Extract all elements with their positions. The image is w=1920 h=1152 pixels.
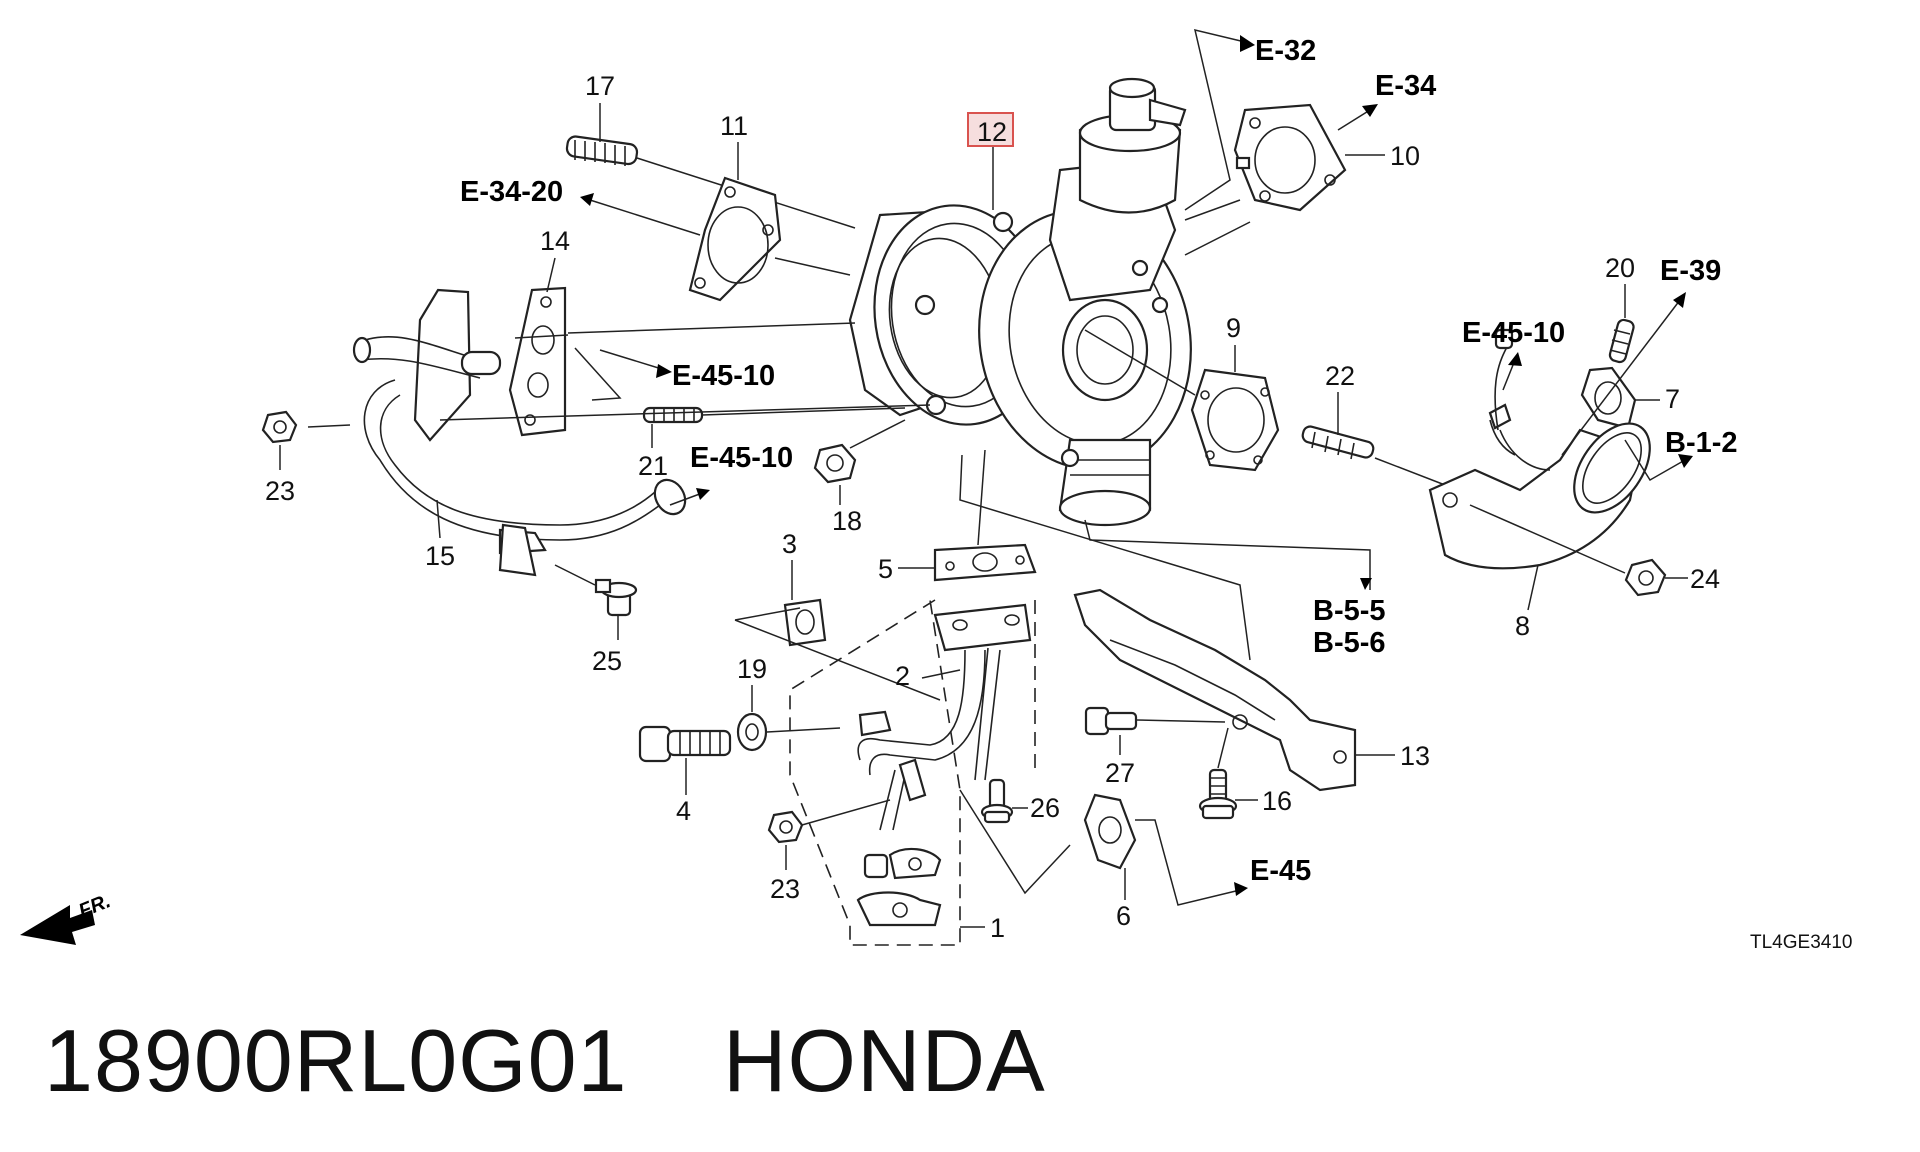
stud-21-drawing[interactable] [642, 406, 704, 424]
front-marker-label: FR. [76, 890, 114, 922]
bolt-4-drawing[interactable] [638, 725, 732, 763]
ref-e32[interactable]: E-32 [1255, 35, 1316, 67]
callout-19[interactable]: 19 [737, 654, 767, 684]
stud-17-drawing[interactable] [565, 135, 639, 166]
gasket-11-drawing[interactable] [688, 176, 782, 302]
callout-26[interactable]: 26 [1030, 793, 1060, 823]
callout-16[interactable]: 16 [1262, 786, 1292, 816]
ref-e45-10-left[interactable]: E-45-10 [672, 360, 775, 392]
heat-shield-13-drawing[interactable] [1073, 588, 1357, 792]
callout-21[interactable]: 21 [638, 451, 668, 481]
callout-5[interactable]: 5 [878, 554, 893, 584]
bolt-26-drawing[interactable] [980, 778, 1014, 824]
callout-27[interactable]: 27 [1105, 758, 1135, 788]
bolt-25-drawing[interactable] [594, 578, 638, 617]
callout-18[interactable]: 18 [832, 506, 862, 536]
callout-23-left[interactable]: 23 [265, 476, 295, 506]
brand-name: HONDA [722, 1011, 1046, 1110]
callout-12-highlight [967, 112, 1014, 147]
gasket-9-drawing[interactable] [1190, 368, 1280, 472]
washer-18-drawing[interactable] [813, 443, 857, 484]
ref-e45[interactable]: E-45 [1250, 855, 1311, 887]
nut-24-drawing[interactable] [1624, 558, 1667, 597]
gasket-14-drawing[interactable] [508, 286, 567, 437]
ref-b5-6[interactable]: B-5-6 [1313, 627, 1386, 659]
callout-4[interactable]: 4 [676, 796, 691, 826]
turbocharger-drawing[interactable] [848, 77, 1211, 527]
gasket-6-drawing[interactable] [1083, 793, 1137, 870]
stud-20-drawing[interactable] [1608, 318, 1635, 364]
dashed-group-outline [789, 599, 961, 946]
bolt-27-drawing[interactable] [1084, 706, 1138, 736]
ref-e45-10-right[interactable]: E-45-10 [1462, 317, 1565, 349]
footer-caption: 18900RL0G01 HONDA [44, 1010, 1046, 1112]
ref-e34[interactable]: E-34 [1375, 70, 1436, 102]
diagram-code: TL4GE3410 [1750, 932, 1852, 953]
washer-19-drawing[interactable] [736, 712, 768, 752]
ref-b5-5[interactable]: B-5-5 [1313, 595, 1386, 627]
callout-25[interactable]: 25 [592, 646, 622, 676]
callout-22[interactable]: 22 [1325, 361, 1355, 391]
exhaust-pipe-8-drawing[interactable] [1428, 328, 1665, 570]
callout-3[interactable]: 3 [782, 529, 797, 559]
callout-23-lower[interactable]: 23 [770, 874, 800, 904]
ref-e39[interactable]: E-39 [1660, 255, 1721, 287]
ref-e34-20[interactable]: E-34-20 [460, 176, 563, 208]
clamp-set-drawing[interactable] [856, 847, 942, 927]
front-arrow-icon [20, 905, 95, 945]
bolt-16-drawing[interactable] [1198, 768, 1238, 820]
callout-6[interactable]: 6 [1116, 901, 1131, 931]
callout-2[interactable]: 2 [895, 661, 910, 691]
oil-pipe-15-drawing[interactable] [352, 288, 691, 577]
callout-24[interactable]: 24 [1690, 564, 1720, 594]
callout-9[interactable]: 9 [1226, 313, 1241, 343]
callout-12[interactable]: 12 [977, 117, 1007, 147]
oil-return-pipe-2-drawing[interactable] [857, 603, 1032, 831]
ref-b1-2[interactable]: B-1-2 [1665, 427, 1738, 459]
part-number: 18900RL0G01 [44, 1011, 628, 1110]
callout-20[interactable]: 20 [1605, 253, 1635, 283]
gasket-10-drawing[interactable] [1233, 103, 1347, 212]
callout-11[interactable]: 11 [720, 111, 748, 141]
callout-15[interactable]: 15 [425, 541, 455, 571]
ref-e45-10-lower[interactable]: E-45-10 [690, 442, 793, 474]
callout-8[interactable]: 8 [1515, 611, 1530, 641]
gasket-5-drawing[interactable] [933, 543, 1037, 582]
callout-7[interactable]: 7 [1665, 384, 1680, 414]
callout-17[interactable]: 17 [585, 71, 615, 101]
callout-14[interactable]: 14 [540, 226, 570, 256]
callout-13[interactable]: 13 [1400, 741, 1430, 771]
stud-22-drawing[interactable] [1301, 425, 1375, 460]
gasket-3-drawing[interactable] [783, 598, 827, 647]
callout-1[interactable]: 1 [990, 913, 1005, 943]
nut-23-left-drawing[interactable] [261, 410, 298, 444]
callout-10[interactable]: 10 [1390, 141, 1420, 171]
nut-23-lower-drawing[interactable] [767, 810, 804, 844]
